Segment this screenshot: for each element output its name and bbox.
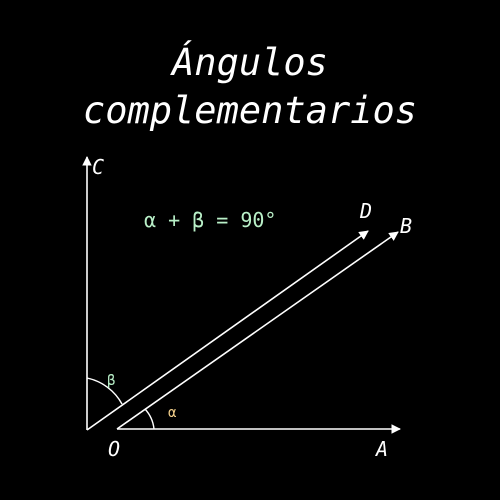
angle-alpha-label: α — [168, 405, 177, 421]
title-line-1: Ángulos — [172, 41, 328, 84]
formula-text: α + β = 90° — [144, 208, 276, 232]
point-label-a: A — [374, 437, 388, 461]
point-label-o: O — [108, 437, 120, 461]
point-label-d: D — [359, 199, 372, 223]
point-label-b: B — [400, 214, 412, 238]
angle-alpha-arc — [144, 408, 155, 430]
ray-ob — [116, 231, 399, 430]
angle-beta-label: β — [107, 373, 115, 389]
angle-beta-arc — [86, 377, 123, 405]
point-label-c: C — [92, 155, 104, 179]
ray-od — [86, 230, 369, 431]
title-line-2: complementarios — [82, 89, 418, 132]
